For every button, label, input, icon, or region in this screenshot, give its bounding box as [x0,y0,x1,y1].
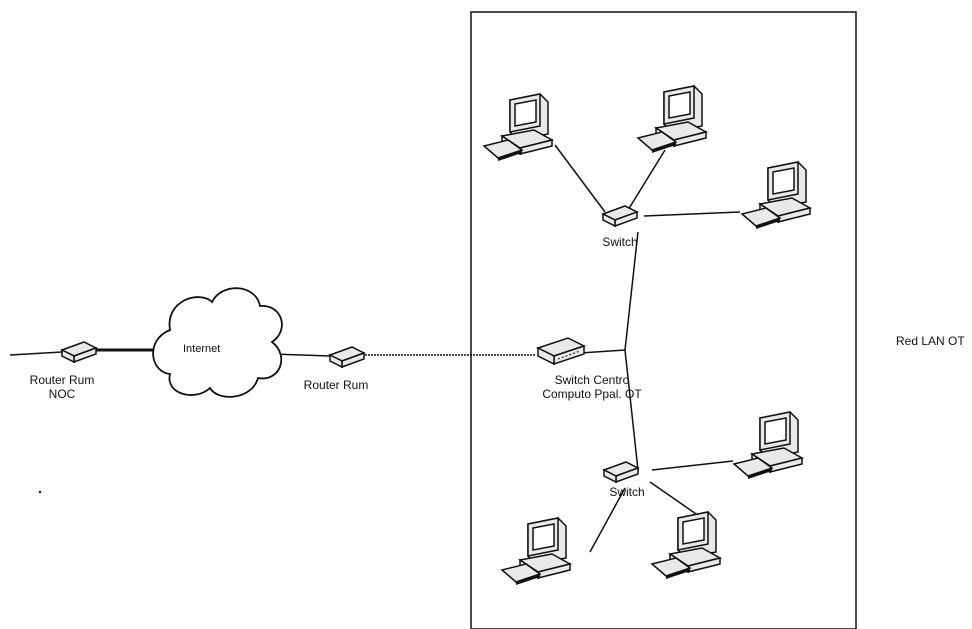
switch-center-label-line1: Switch Centro [554,373,630,387]
router-noc-label: Router Rum NOC [30,373,95,401]
connection-lines [9,144,741,553]
switch-center-icon [536,337,586,366]
router-remote-label: Router Rum [303,378,369,392]
pc-icon [651,511,721,580]
pc-icon [741,161,811,230]
lan-boundary [470,11,857,629]
pc-icon [637,85,707,154]
switch-center-label: Switch Centro Computo Ppal. OT [542,373,641,401]
pc-icon [501,517,571,586]
switch-top-label: Switch [602,235,638,249]
router-noc-label-line1: Router Rum [29,373,95,387]
switch-top-icon [602,205,638,227]
lan-name-label: Red LAN OT [896,334,965,348]
pc-icon [483,93,553,162]
router-noc-icon [61,341,97,363]
switch-bottom-icon [603,461,639,483]
internet-cloud-icon [152,287,283,398]
router-remote-icon [329,346,365,368]
switch-center-label-line2: Computo Ppal. OT [542,387,642,401]
stray-dot [38,490,42,494]
switch-bottom-label: Switch [609,485,645,499]
internet-label: Internet [183,343,221,355]
router-noc-label-line2: NOC [48,387,76,401]
pc-icon [733,411,803,480]
